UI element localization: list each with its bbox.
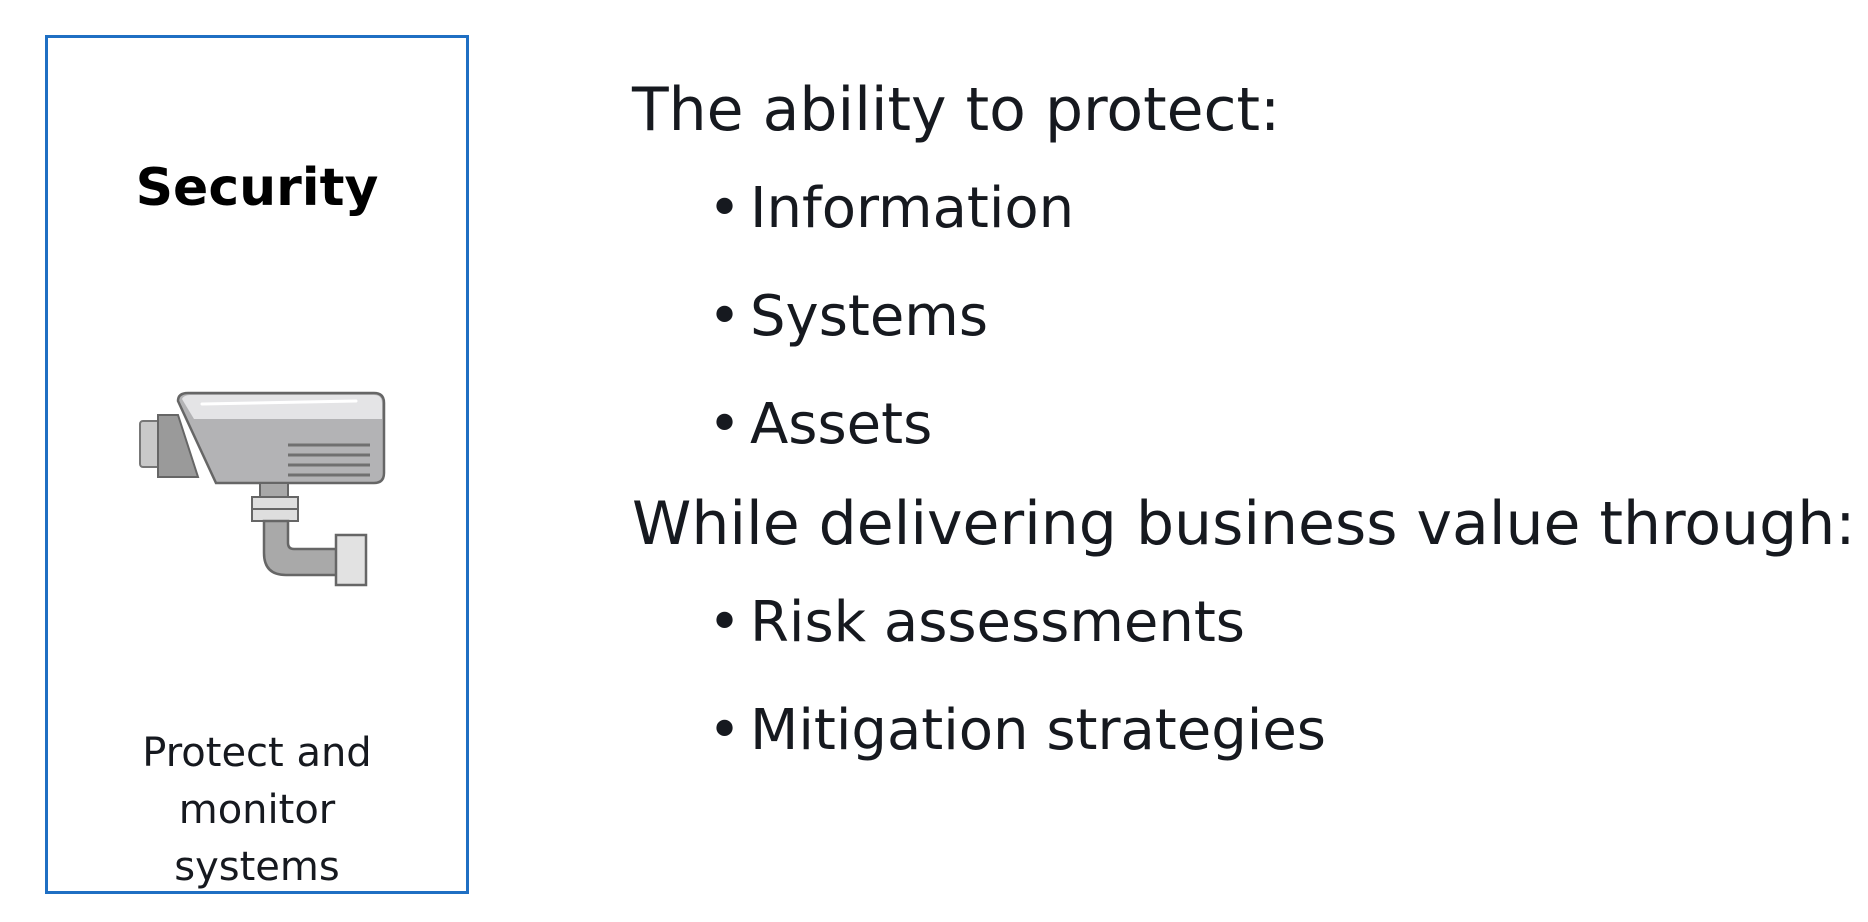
list-item-text: Mitigation strategies [750,698,1326,763]
pillar-content: The ability to protect: • Information • … [632,65,1856,785]
list-item: • Systems [632,263,1852,371]
list-item: • Information [632,155,1852,263]
security-camera-icon [138,353,398,593]
value-list: • Risk assessments • Mitigation strategi… [632,569,1852,785]
security-pillar-card: Security Prote [45,35,469,894]
bullet-icon: • [708,590,742,655]
pillar-description-line: Protect and [142,730,372,776]
bullet-icon: • [708,698,742,763]
bullet-icon: • [708,284,742,349]
list-item-text: Information [750,176,1075,241]
bullet-icon: • [708,392,742,457]
pillar-description-line: systems [174,844,340,890]
protect-heading: The ability to protect: [632,75,1281,145]
list-item: • Risk assessments [632,569,1852,677]
list-item-text: Systems [750,284,988,349]
pillar-description: Protect and monitor systems [68,725,446,896]
list-item: • Assets [632,371,1852,479]
list-item-text: Risk assessments [750,590,1245,655]
value-heading: While delivering business value through: [632,489,1856,559]
pillar-title: Security [135,158,379,218]
pillar-description-line: monitor [178,787,336,833]
list-item-text: Assets [750,392,933,457]
bullet-icon: • [708,176,742,241]
list-item: • Mitigation strategies [632,677,1852,785]
protect-list: • Information • Systems • Assets [632,155,1852,479]
